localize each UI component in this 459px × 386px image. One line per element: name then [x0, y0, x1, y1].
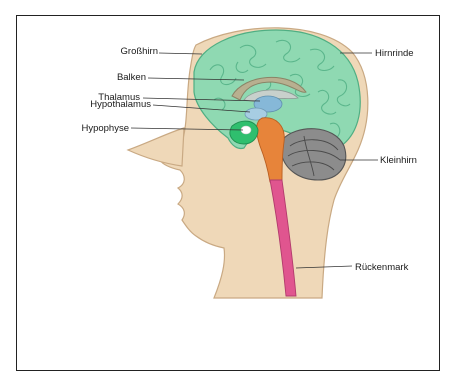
nose: [128, 128, 184, 166]
label-kleinhirn: Kleinhirn: [380, 155, 417, 166]
label-hirnrinde: Hirnrinde: [375, 48, 414, 59]
label-rueckenmark: Rückenmark: [355, 262, 409, 273]
label-balken: Balken: [117, 72, 146, 83]
label-hypophyse: Hypophyse: [81, 123, 129, 134]
label-grosshirn: Großhirn: [121, 46, 158, 57]
label-hypothalamus: Hypothalamus: [90, 99, 151, 110]
